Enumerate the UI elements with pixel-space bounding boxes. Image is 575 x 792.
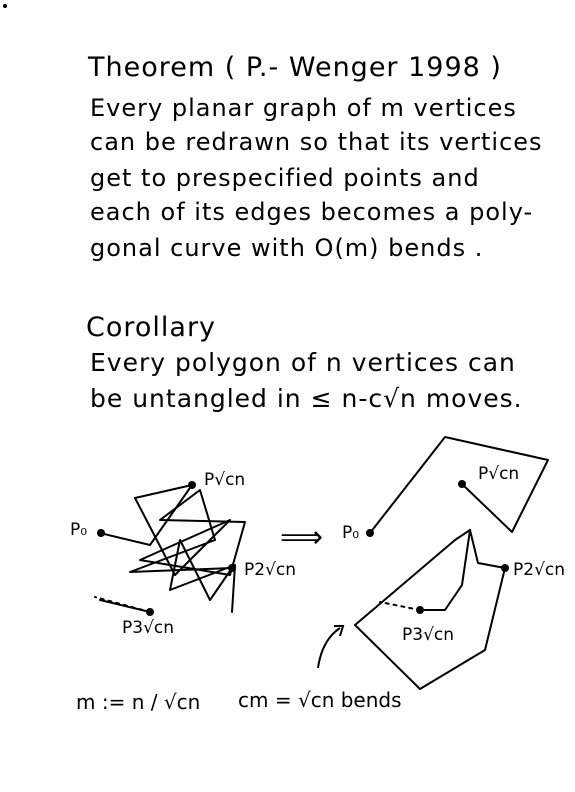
theorem-line-4: each of its edges becomes a poly-	[90, 198, 534, 226]
tangled-vertex-p3sqrt	[146, 608, 154, 616]
untangled-tail	[379, 601, 421, 611]
left-label-p3sqrt: P3√cn	[122, 618, 175, 638]
tangled-vertex-p0	[97, 529, 105, 537]
corollary-line-1: Every polygon of n vertices can	[90, 348, 516, 377]
right-label-p2sqrt: P2√cn	[513, 560, 566, 580]
theorem-line-3: get to prespecified points and	[90, 164, 480, 192]
left-label-psqrt: P√cn	[204, 470, 246, 490]
theorem-title: Theorem ( P.- Wenger 1998 )	[88, 52, 502, 83]
tangled-polygon	[94, 484, 246, 613]
untangled-vertex-p2sqrt	[501, 564, 509, 572]
untangled-path-middle	[354, 529, 506, 690]
tangled-polygon-path	[99, 484, 246, 613]
untangled-vertex-p0	[366, 529, 374, 537]
left-label-p0: P₀	[70, 520, 88, 540]
m-definition: m := n / √cn	[76, 690, 201, 714]
bend-pointer-arrow	[317, 627, 341, 669]
corollary-title: Corollary	[86, 312, 217, 343]
tangled-edge-to-p3	[99, 599, 151, 613]
stray-dot	[3, 4, 7, 8]
theorem-line-1: Every planar graph of m vertices	[90, 94, 517, 122]
right-label-p3sqrt: P3√cn	[402, 625, 455, 645]
bend-pointer-arrowhead	[334, 625, 345, 637]
untangled-polygon	[354, 436, 549, 690]
tangled-vertex-p2sqrt	[228, 564, 236, 572]
right-label-p0: P₀	[342, 523, 360, 543]
untangled-edge-a	[354, 539, 456, 626]
theorem-line-2: can be redrawn so that its vertices	[90, 128, 543, 156]
tangled-vertices	[97, 481, 236, 616]
untangled-vertex-psqrt	[458, 480, 466, 488]
right-label-psqrt: P√cn	[478, 464, 520, 484]
corollary-line-2: be untangled in ≤ n-c√n moves.	[90, 384, 523, 413]
untangled-path-top	[369, 436, 549, 534]
untangled-vertex-p3sqrt	[416, 606, 424, 614]
bends-formula: cm = √cn bends	[238, 688, 402, 712]
theorem-line-5: gonal curve with O(m) bends .	[90, 234, 484, 262]
untangled-edge-b	[454, 529, 471, 541]
left-label-p2sqrt: P2√cn	[244, 560, 297, 580]
implies-arrow: ⟹	[280, 520, 324, 555]
untangled-vertices	[366, 480, 509, 614]
tangled-vertex-psqrt	[188, 481, 196, 489]
